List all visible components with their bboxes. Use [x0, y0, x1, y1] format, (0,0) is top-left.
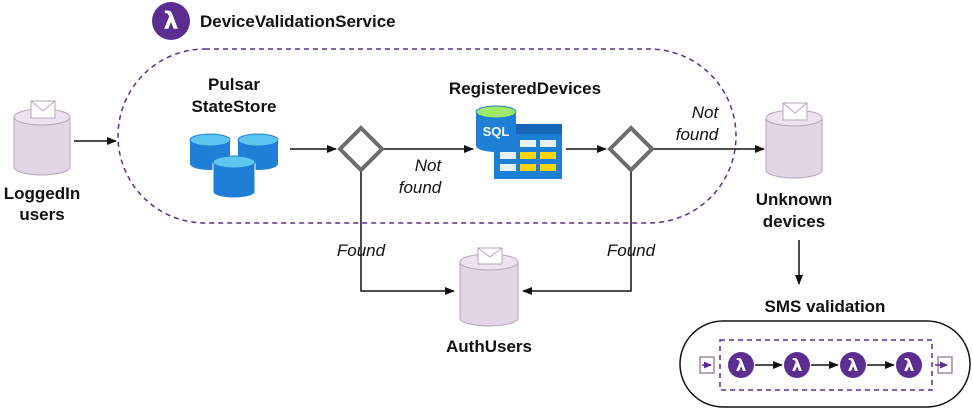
- pulsar-statestore: Pulsar StateStore: [189, 75, 279, 199]
- topic-label: AuthUsers: [446, 337, 532, 356]
- edge-label-not-found: Not: [692, 103, 720, 122]
- topic-label: Unknown: [756, 190, 833, 209]
- store-label: StateStore: [191, 97, 276, 116]
- svg-text:λ: λ: [163, 7, 178, 35]
- lambda-function-icon: [896, 352, 922, 378]
- registered-devices: RegisteredDevices SQL: [449, 79, 601, 179]
- store-label: RegisteredDevices: [449, 79, 601, 98]
- envelope-icon: [30, 100, 56, 119]
- lambda-function-icon: [728, 352, 754, 378]
- edge-label-not-found: found: [676, 125, 719, 144]
- lambda-glyph: λ: [904, 356, 915, 376]
- decision-diamond: [337, 125, 385, 173]
- sms-validation-title: SMS validation: [765, 297, 886, 316]
- sql-badge: SQL: [483, 124, 510, 139]
- topic-unknown-devices: Unknown devices: [756, 102, 833, 231]
- envelope-icon: [782, 102, 808, 121]
- connectors: [74, 137, 803, 295]
- edge-label-not-found: found: [399, 178, 442, 197]
- lambda-function-icon: [840, 352, 866, 378]
- service-title: DeviceValidationService: [200, 12, 396, 31]
- store-label: Pulsar: [208, 75, 260, 94]
- database-icon: [212, 155, 256, 199]
- service-header: λ DeviceValidationService: [152, 2, 396, 40]
- topic-label: LoggedIn: [4, 184, 80, 203]
- service-boundary: [117, 48, 737, 224]
- edge-label-found: Found: [337, 241, 386, 260]
- input-port-icon: [699, 356, 715, 374]
- topic-auth-users: AuthUsers: [446, 247, 532, 356]
- sms-function-boundary: [719, 339, 933, 391]
- lambda-glyph: λ: [736, 356, 747, 376]
- output-port-icon: [935, 356, 953, 374]
- lambda-glyph: λ: [848, 356, 859, 376]
- flow-arrow: [360, 172, 455, 295]
- lambda-glyph: λ: [792, 356, 803, 376]
- lambda-function-icon: [784, 352, 810, 378]
- lambda-icon: [152, 2, 190, 40]
- decision-diamond: [607, 125, 655, 173]
- edge-label-found: Found: [607, 241, 656, 260]
- topic-logged-in-users: LoggedIn users: [4, 100, 80, 224]
- topic-label: devices: [763, 212, 825, 231]
- flow-arrow: [522, 172, 632, 295]
- sms-validation-container: [679, 320, 971, 408]
- edge-label-not-found: Not: [415, 156, 443, 175]
- envelope-icon: [477, 247, 503, 265]
- topic-label: users: [19, 205, 64, 224]
- database-icon: SQL: [475, 105, 517, 152]
